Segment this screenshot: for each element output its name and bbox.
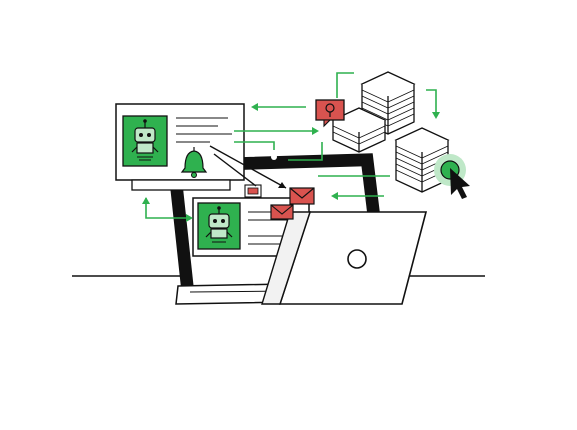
envelope-icon <box>270 204 294 220</box>
bell-icon <box>180 147 208 178</box>
flow-arrows-green <box>234 72 440 200</box>
laptop-icon <box>261 211 428 305</box>
envelope-icon <box>289 187 315 205</box>
lock-icon <box>315 99 345 128</box>
robot-icon <box>131 119 159 161</box>
connector-left <box>142 197 193 222</box>
cursor-icon <box>434 154 470 199</box>
robot-icon <box>205 206 233 243</box>
document-stack-icon <box>331 107 387 153</box>
briefcase-icon <box>244 184 262 198</box>
flow-arrows-dark <box>209 145 287 189</box>
robot-window-top <box>115 103 245 191</box>
